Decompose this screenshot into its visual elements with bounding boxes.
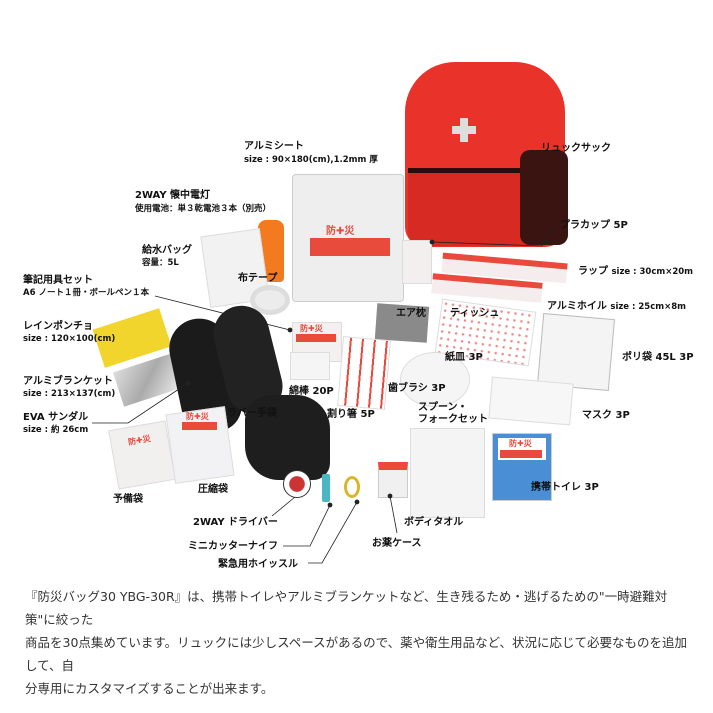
label-flashlight: 2WAY 懐中電灯 bbox=[135, 190, 211, 201]
label-paper-plate: 紙皿 3P bbox=[445, 352, 483, 363]
label-spare-bag: 予備袋 bbox=[113, 494, 143, 505]
label-air-pillow: エア枕 bbox=[396, 308, 426, 319]
spec-water-bag: 容量：5L bbox=[142, 258, 179, 268]
spec-eva-sandal: size : 約 26cm bbox=[23, 425, 89, 435]
spec-stationery: A6 ノート１冊・ボールペン１本 bbox=[23, 288, 149, 298]
wrap-name: ラップ bbox=[578, 266, 608, 277]
label-alumi-sheet: アルミシート bbox=[244, 141, 304, 152]
compression-bag-package-label: 防✚災 bbox=[186, 412, 209, 421]
portable-toilet-band bbox=[500, 450, 542, 458]
rucksack-pocket bbox=[408, 168, 538, 246]
rucksack-strap bbox=[520, 150, 568, 245]
description-line-3: 分専用にカスタマイズすることが出来ます。 bbox=[25, 681, 274, 696]
spec-alumi-sheet: size : 90×180(cm),1.2mm 厚 bbox=[244, 155, 378, 165]
spec-rain-poncho: size : 120×100(cm) bbox=[23, 334, 116, 344]
label-portable-toilet: 携帯トイレ 3P bbox=[531, 482, 599, 493]
label-cotton-swab: 綿棒 20P bbox=[289, 386, 334, 397]
stationery-band bbox=[296, 334, 336, 342]
label-cloth-tape: 布テープ bbox=[238, 273, 278, 284]
alumi-sheet-band bbox=[310, 238, 390, 256]
label-poly-bag: ポリ袋 45L 3P bbox=[622, 352, 694, 363]
plastic-cup-image bbox=[402, 240, 432, 284]
label-toothbrush: 歯ブラシ 3P bbox=[388, 383, 446, 394]
wrap-spec: size : 30cm×20m bbox=[611, 267, 694, 277]
label-eva-sandal: EVA サンダル bbox=[23, 412, 89, 423]
label-body-towel: ボディタオル bbox=[404, 517, 464, 528]
driver-image bbox=[283, 470, 311, 498]
label-tissue: ティッシュ bbox=[450, 308, 500, 319]
spec-alumi-blanket: size : 213×137(cm) bbox=[23, 389, 116, 399]
first-aid-cross-icon bbox=[452, 118, 476, 142]
label-cutter: ミニカッターナイフ bbox=[188, 541, 278, 552]
rubber-gloves-image bbox=[245, 395, 330, 480]
portable-toilet-package-label: 防✚災 bbox=[509, 439, 532, 448]
label-spoon-fork-2: フォークセット bbox=[418, 414, 488, 425]
label-foil: アルミホイル size : 25cm×8m bbox=[547, 301, 686, 313]
label-stationery: 筆記用具セット bbox=[23, 275, 93, 286]
compression-bag-band bbox=[182, 422, 217, 430]
stationery-package-label: 防✚災 bbox=[300, 324, 323, 333]
whistle-image bbox=[344, 476, 360, 498]
body-towel-image bbox=[410, 428, 485, 518]
label-rain-poncho: レインポンチョ bbox=[23, 321, 93, 332]
product-description: 『防災バッグ30 YBG-30R』は、携帯トイレやアルミブランケットなど、生き残… bbox=[25, 585, 695, 700]
label-mask: マスク 3P bbox=[582, 410, 630, 421]
label-wrap: ラップ size : 30cm×20m bbox=[578, 266, 693, 278]
foil-name: アルミホイル bbox=[547, 301, 607, 312]
label-spoon-fork-1: スプーン・ bbox=[418, 402, 468, 413]
label-whistle: 緊急用ホイッスル bbox=[218, 559, 298, 570]
cotton-swab-image bbox=[290, 352, 330, 380]
label-driver: 2WAY ドライバー bbox=[193, 517, 278, 528]
label-water-bag: 給水バッグ bbox=[142, 245, 192, 256]
label-medicine-case: お薬ケース bbox=[372, 538, 422, 549]
label-rubber-gloves: ラバー手袋 bbox=[227, 408, 277, 419]
description-line-2: 商品を30点集めています。リュックには少しスペースがあるので、薬や衛生用品など、… bbox=[25, 635, 688, 673]
label-compression-bag: 圧縮袋 bbox=[198, 484, 228, 495]
alumi-sheet-package-label: 防✚災 bbox=[326, 226, 355, 237]
label-chopsticks: 割り箸 5P bbox=[327, 409, 375, 420]
cutter-image bbox=[322, 474, 330, 502]
label-plastic-cup: プラカップ 5P bbox=[560, 220, 628, 231]
paper-plate-image bbox=[400, 352, 470, 407]
description-line-1: 『防災バッグ30 YBG-30R』は、携帯トイレやアルミブランケットなど、生き残… bbox=[25, 589, 668, 627]
medicine-case-image bbox=[378, 462, 408, 498]
label-alumi-blanket: アルミブランケット bbox=[23, 376, 113, 387]
spec-flashlight: 使用電池：単３乾電池３本（別売） bbox=[135, 204, 272, 214]
foil-spec: size : 25cm×8m bbox=[610, 302, 687, 312]
label-rucksack: リュックサック bbox=[541, 143, 611, 154]
